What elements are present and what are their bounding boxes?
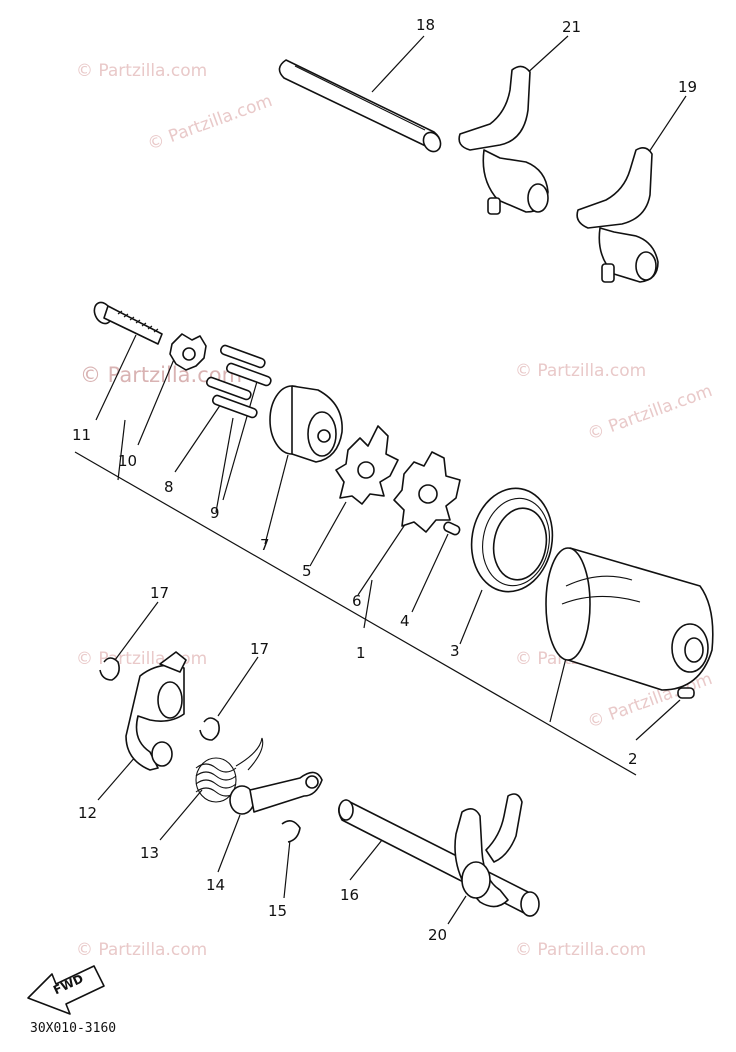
callout-12: 12 — [78, 804, 97, 822]
callout-2: 2 — [628, 750, 638, 768]
part-12-shift-arm — [125, 651, 187, 771]
callout-21: 21 — [562, 18, 581, 36]
part-19-shift-fork — [576, 146, 659, 283]
part-15-circlip — [281, 820, 301, 843]
callout-4: 4 — [400, 612, 410, 630]
watermark: © Partzilla.com — [76, 649, 207, 669]
part-20-shift-fork — [454, 793, 523, 908]
callout-7: 7 — [260, 536, 270, 554]
callout-6: 6 — [352, 592, 362, 610]
callout-9: 9 — [210, 504, 220, 522]
callout-16: 16 — [340, 886, 359, 904]
part-8-9-pins — [206, 344, 272, 419]
watermark: © Partzilla.com — [145, 91, 275, 155]
part-1-shift-drum — [545, 547, 714, 691]
callout-5: 5 — [302, 562, 312, 580]
callout-10: 10 — [118, 452, 137, 470]
part-4-dowel-pin — [443, 521, 461, 536]
callout-18: 18 — [416, 16, 435, 34]
part-2-pin — [677, 687, 695, 699]
part-10-segment — [169, 333, 207, 371]
diagram-code: 30X010-3160 — [30, 1021, 116, 1036]
watermark: © Partzilla.com — [515, 361, 646, 381]
callout-17: 17 — [150, 584, 169, 602]
part-13-spring — [195, 737, 264, 803]
callout-3: 3 — [450, 642, 460, 660]
part-14-stopper-lever — [229, 771, 323, 815]
fwd-arrow-icon: FWD — [27, 965, 105, 1015]
part-11-screw — [93, 301, 163, 345]
part-7-cam — [269, 385, 343, 463]
callout-17-b: 17 — [250, 640, 269, 658]
leader-lines — [95, 35, 687, 925]
callout-15: 15 — [268, 902, 287, 920]
watermark: © Partzilla.com — [76, 940, 207, 960]
part-18-shift-fork-shaft — [278, 59, 442, 153]
callout-13: 13 — [140, 844, 159, 862]
callout-1: 1 — [356, 644, 366, 662]
part-3-bearing — [470, 487, 554, 593]
callout-14: 14 — [206, 876, 225, 894]
part-5-stopper-plate — [335, 425, 399, 505]
callout-8: 8 — [164, 478, 174, 496]
callouts: 1 2 3 4 5 6 7 8 9 10 11 12 13 14 15 16 1… — [72, 16, 697, 944]
callout-20: 20 — [428, 926, 447, 944]
watermark: © Partzilla.com — [76, 61, 207, 81]
watermark: © Partzilla.com — [585, 381, 715, 445]
watermark: © Partzilla.com — [515, 940, 646, 960]
part-17-circlip — [99, 657, 220, 741]
callout-19: 19 — [678, 78, 697, 96]
part-6-stopper-plate — [393, 451, 461, 533]
part-21-shift-fork — [458, 65, 549, 215]
callout-11: 11 — [72, 426, 91, 444]
